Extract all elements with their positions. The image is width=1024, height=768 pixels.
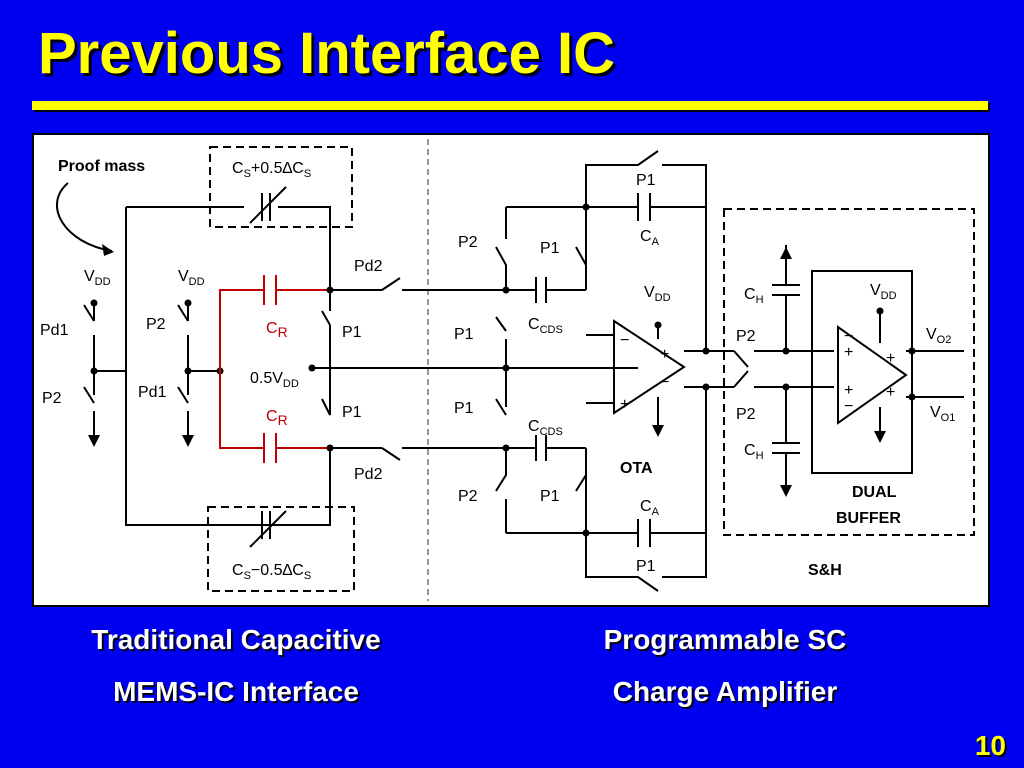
cr-top-label: CR [266,320,288,340]
p1-label-amp-4: P1 [540,488,560,505]
svg-text:+: + [660,346,669,363]
proof-mass-arrow [56,182,113,252]
svg-text:+: + [886,350,895,367]
caption-left-line1: Traditional Capacitive [91,624,381,655]
ccds-label-top: CCDS [528,316,563,336]
p2-label-amp-2: P2 [458,488,478,505]
svg-text:−: − [844,328,853,345]
caption-programmable: Programmable SC Charge Amplifier [520,614,930,718]
pd2-label-2: Pd2 [354,466,383,483]
cs-minus-variable-arrow [249,510,287,548]
svg-text:+: + [886,384,895,401]
vdd-label-ota: VDD [644,284,671,304]
p2-label-left-2: P2 [146,316,166,333]
vo2-label: VO2 [926,326,951,346]
cr-bottom-wire [219,371,264,449]
caption-right-line1: Programmable SC [603,624,847,655]
p1-label-ca-top: P1 [636,172,656,189]
title-underline [32,101,988,110]
circuit-diagram-panel: Proof mass CS+0.5∆CS CS−0.5∆CS VDD Pd1 P… [32,133,990,607]
pd1-label-1: Pd1 [40,322,69,339]
p1-label-amp-2: P1 [454,400,474,417]
proof-mass-label: Proof mass [58,158,145,175]
p1-label-amp-1: P1 [454,326,474,343]
proof-mass-arrowhead [102,244,114,256]
slide-title: Previous Interface IC [38,21,615,86]
cs-plus-label: CS+0.5∆CS [232,160,311,180]
page-number: 10 [974,730,1006,761]
ca-label-top: CA [640,228,660,248]
p1-label-ca-bottom: P1 [636,558,656,575]
vdd-label-buffer: VDD [870,282,897,302]
caption-right-line2: Charge Amplifier [612,676,838,707]
p2-label-left-1: P2 [42,390,62,407]
cs-minus-label: CS−0.5∆CS [232,562,311,582]
svg-text:+: + [844,344,853,361]
caption-left-line2: MEMS-IC Interface [113,676,359,707]
p1-label-amp-3: P1 [540,240,560,257]
buffer-feedback-frame [811,270,913,474]
circuit-schematic: Proof mass CS+0.5∆CS CS−0.5∆CS VDD Pd1 P… [40,139,975,601]
buffer-label: BUFFER [836,510,901,527]
p1-label-left-2: P1 [342,404,362,421]
cs-plus-box [209,146,353,228]
caption-traditional: Traditional Capacitive MEMS-IC Interface [36,614,436,718]
vdd-label-2: VDD [178,268,205,288]
svg-text:−: − [660,374,669,391]
p2-label-sh-2: P2 [736,406,756,423]
sample-hold-box [723,208,975,536]
svg-text:−: − [620,332,629,349]
dual-buffer-symbol [837,325,908,425]
ccds-label-bottom: CCDS [528,418,563,438]
dual-label: DUAL [852,484,897,501]
cr-top-wire [219,289,264,371]
ch-label-top: CH [744,286,764,306]
pd2-label-1: Pd2 [354,258,383,275]
sample-hold-label: S&H [808,562,842,579]
p2-label-sh-1: P2 [736,328,756,345]
svg-text:+: + [844,382,853,399]
pd1-label-2: Pd1 [138,384,167,401]
p1-label-left-1: P1 [342,324,362,341]
cs-plus-wire-right [278,206,331,290]
proof-mass-net [125,207,331,526]
vdd-label-1: VDD [84,268,111,288]
cs-minus-box [207,506,355,592]
ota-label: OTA [620,460,653,477]
ca-label-bottom: CA [640,498,660,518]
ch-label-bottom: CH [744,442,764,462]
ota-symbol [613,319,686,415]
vo1-label: VO1 [930,404,955,424]
svg-text:+: + [620,396,629,413]
cr-bottom-label: CR [266,408,288,428]
cs-plus-variable-arrow [249,186,287,224]
svg-text:−: − [844,398,853,415]
p2-label-amp-1: P2 [458,234,478,251]
half-vdd-label: 0.5VDD [250,370,299,390]
